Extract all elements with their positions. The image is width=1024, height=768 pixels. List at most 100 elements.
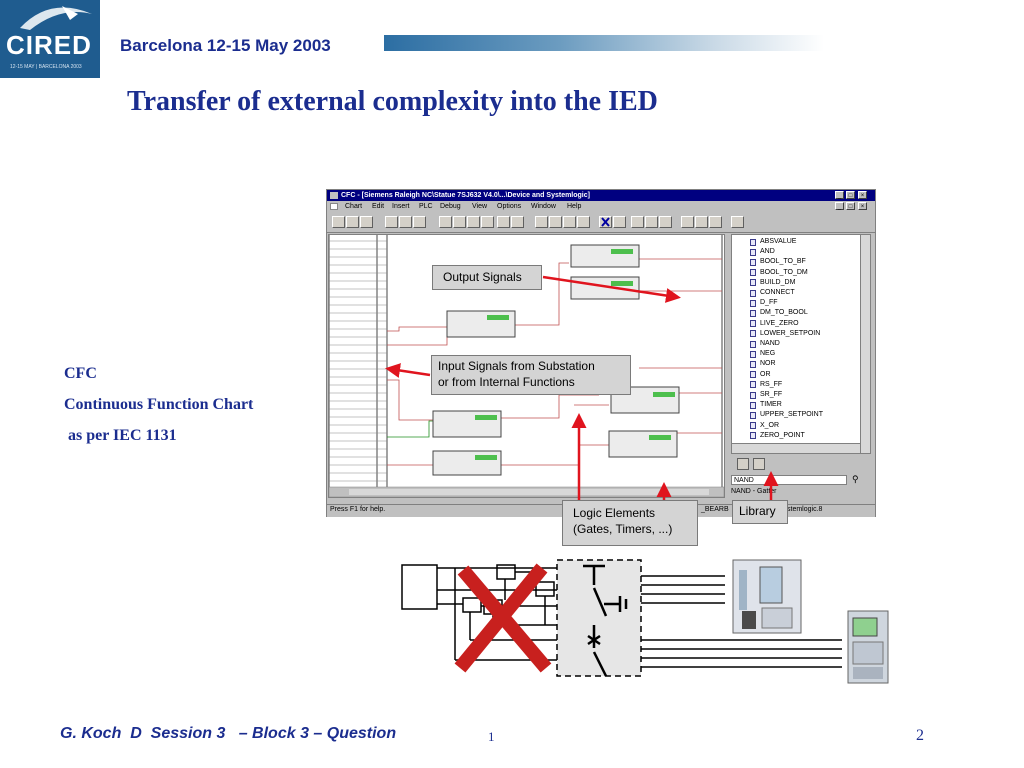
library-item[interactable]: TIMER [760,401,782,409]
app-title-bar[interactable]: CFC - [Siemens Raleigh NC\Statue 7SJ632 … [327,190,875,201]
library-callout-text: Library [739,504,776,518]
sheet-prev-icon[interactable] [467,216,480,228]
library-item[interactable]: ZERO_POINT [760,431,805,439]
switchgear-symbols [583,564,628,677]
connect-icon[interactable] [453,216,466,228]
watch-icon[interactable] [577,216,590,228]
library-item-icon [750,381,756,389]
sheet-view-icon[interactable] [511,216,524,228]
library-item-icon [750,371,756,379]
print-icon[interactable] [360,216,373,228]
switchgear-box [556,559,642,677]
paste-icon[interactable] [413,216,426,228]
cfc-standard: as per IEC 1131 [64,427,177,444]
input-signals-line2: or from Internal Functions [438,375,575,389]
library-item[interactable]: NOR [760,360,776,368]
test-icon[interactable] [563,216,576,228]
library-item-icon [750,360,756,368]
toolbar [327,212,875,233]
open-icon[interactable] [346,216,359,228]
library-item-icon [750,340,756,348]
library-item[interactable]: UPPER_SETPOINT [760,411,824,419]
library-description: NAND - Gatter [731,488,777,495]
menu-edit[interactable]: Edit [372,203,385,210]
library-item[interactable]: AND [760,248,775,256]
output-signals-text: Output Signals [443,270,522,284]
library-item[interactable]: ABSVALUE [760,238,797,245]
library-item-icon [750,289,756,297]
menu-plc[interactable]: PLC [419,203,433,210]
slide-title: Transfer of external complexity into the… [127,86,658,117]
library-item[interactable]: BOOL_TO_DM [760,268,808,276]
menu-insert[interactable]: Insert [392,203,410,210]
library-item[interactable]: RS_FF [760,380,783,388]
library-hscrollbar[interactable] [732,443,860,453]
library-tab-icon[interactable] [737,458,749,470]
library-item-icon [750,422,756,430]
menu-options[interactable]: Options [497,203,522,210]
zoom-in-icon[interactable] [631,216,644,228]
library-item[interactable]: LOWER_SETPOIN [760,329,821,337]
library-item-icon [750,248,756,256]
logo-swoosh-icon [20,6,92,30]
library-search-field[interactable]: NAND [731,475,847,485]
menu-debug[interactable]: Debug [440,203,461,210]
library-item[interactable]: NAND [760,340,780,347]
window-tile-icon[interactable] [681,216,694,228]
library-scrollbar[interactable] [860,235,870,453]
library-item-icon [750,411,756,419]
chart-doc-icon[interactable] [330,203,338,210]
library-item-icon [750,279,756,287]
library-item[interactable]: BOOL_TO_BF [760,258,806,266]
library-item[interactable]: X_OR [760,421,780,429]
zoom-fit-icon[interactable] [659,216,672,228]
delete-x-icon[interactable] [599,216,612,228]
page-number: 2 [916,727,924,744]
cfc-label: CFC [64,365,97,382]
blocks-tab-icon[interactable] [753,458,765,470]
library-item[interactable]: D_FF [760,299,778,307]
footer-question-number: 1 [488,729,495,744]
download-icon[interactable] [549,216,562,228]
menu-chart[interactable]: Chart [345,203,363,210]
cfc-fullname: Continuous Function Chart [64,396,254,413]
header-gradient-bar [384,35,824,51]
library-item-icon [750,432,756,440]
zoom-out-icon[interactable] [645,216,658,228]
maximize-button[interactable]: □ [846,191,855,199]
library-item[interactable]: LIVE_ZERO [760,319,799,327]
library-callout: Library [732,500,788,524]
sheet-next-icon[interactable] [481,216,494,228]
properties-icon[interactable] [613,216,626,228]
ied-device-2-icon [847,610,889,684]
compile-icon[interactable] [535,216,548,228]
menu-window[interactable]: Window [531,203,556,210]
library-item[interactable]: CONNECT [760,289,795,296]
cut-icon[interactable] [385,216,398,228]
context-help-icon[interactable] [731,216,744,228]
library-item[interactable]: OR [760,370,771,378]
binoculars-search-icon[interactable]: ⚲ [852,474,859,484]
catalog-icon[interactable] [709,216,722,228]
menu-view[interactable]: View [472,203,488,210]
window-list-icon[interactable] [695,216,708,228]
doc-close-button[interactable]: × [858,202,867,210]
doc-minimize-button[interactable]: _ [835,202,844,210]
function-blocks [432,244,680,476]
library-item-icon [750,269,756,277]
library-item[interactable]: BUILD_DM [760,278,796,286]
minimize-button[interactable]: _ [835,191,844,199]
library-item[interactable]: SR_FF [760,391,783,398]
close-button[interactable]: × [858,191,867,199]
overview-icon[interactable] [497,216,510,228]
new-icon[interactable] [332,216,345,228]
select-icon[interactable] [439,216,452,228]
menu-help[interactable]: Help [567,203,582,210]
library-item-icon [750,238,756,246]
library-item[interactable]: NEG [760,350,776,358]
library-item[interactable]: DM_TO_BOOL [760,309,808,317]
library-item-icon [750,309,756,317]
copy-icon[interactable] [399,216,412,228]
doc-restore-button[interactable]: □ [846,202,855,210]
library-pane[interactable]: ABSVALUE AND BOOL_TO_BF BOOL_TO_DM BUILD_DM C… [731,234,871,454]
